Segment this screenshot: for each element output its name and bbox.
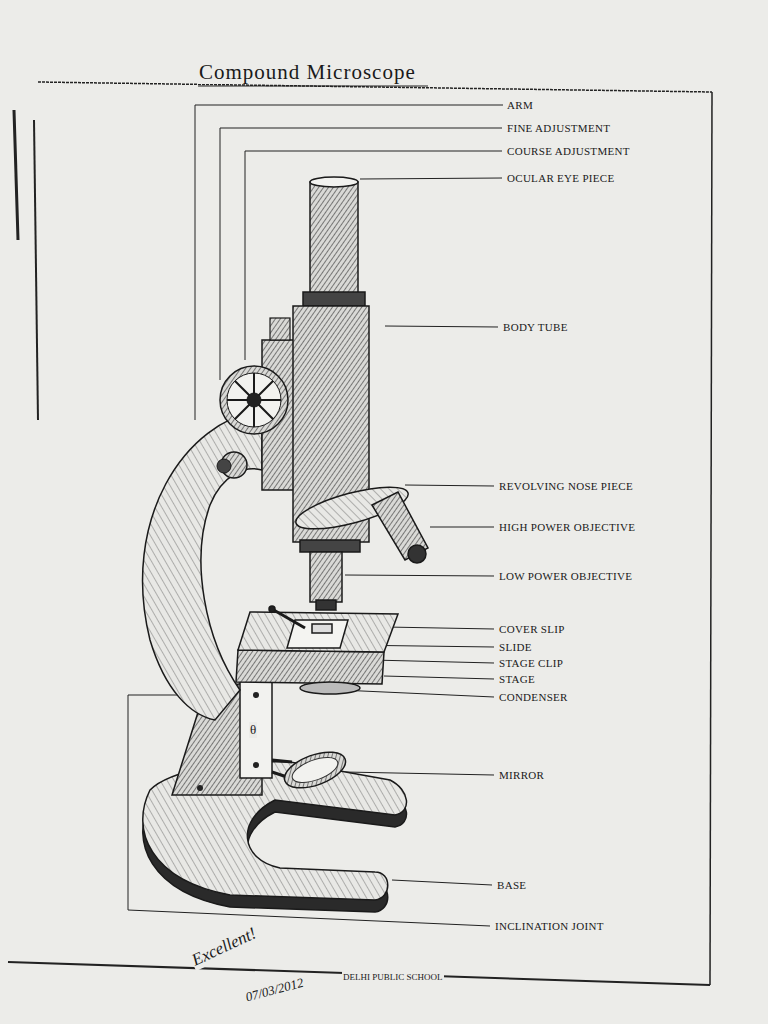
teacher-remark: Excellent!	[188, 923, 261, 971]
part-label: ARM	[506, 98, 534, 112]
part-label: INCLINATION JOINT	[494, 919, 605, 933]
stage-shape	[236, 606, 398, 694]
part-label: STAGE	[498, 672, 536, 686]
part-label: OCULAR EYE PIECE	[506, 171, 615, 185]
part-label: FINE ADJUSTMENT	[506, 121, 611, 135]
part-label: BASE	[496, 878, 527, 892]
date-note: 07/03/2012	[243, 974, 306, 1005]
inclination-joint	[240, 680, 272, 778]
school-name: DELHI PUBLIC SCHOOL	[342, 970, 444, 984]
part-label: HIGH POWER OBJECTIVE	[498, 520, 636, 534]
part-label: LOW POWER OBJECTIVE	[498, 569, 633, 583]
low-objective	[310, 552, 342, 610]
high-objective	[372, 492, 428, 563]
part-label: REVOLVING NOSE PIECE	[498, 479, 634, 493]
mirror-shape	[272, 745, 350, 795]
part-label: COVER SLIP	[498, 622, 566, 636]
angle-symbol: θ	[249, 722, 257, 738]
page-frame	[8, 82, 712, 985]
fine-knob	[217, 452, 247, 478]
part-label: COURSE ADJUSTMENT	[506, 144, 631, 158]
part-label: BODY TUBE	[502, 320, 569, 334]
title: Compound Microscope	[198, 60, 417, 84]
part-label: SLIDE	[498, 640, 533, 654]
part-label: CONDENSER	[498, 690, 569, 704]
leader-lines	[128, 105, 503, 926]
part-label: MIRROR	[498, 768, 545, 782]
part-label: STAGE CLIP	[498, 656, 564, 670]
title-underline	[198, 86, 428, 87]
coarse-wheel	[220, 366, 288, 434]
